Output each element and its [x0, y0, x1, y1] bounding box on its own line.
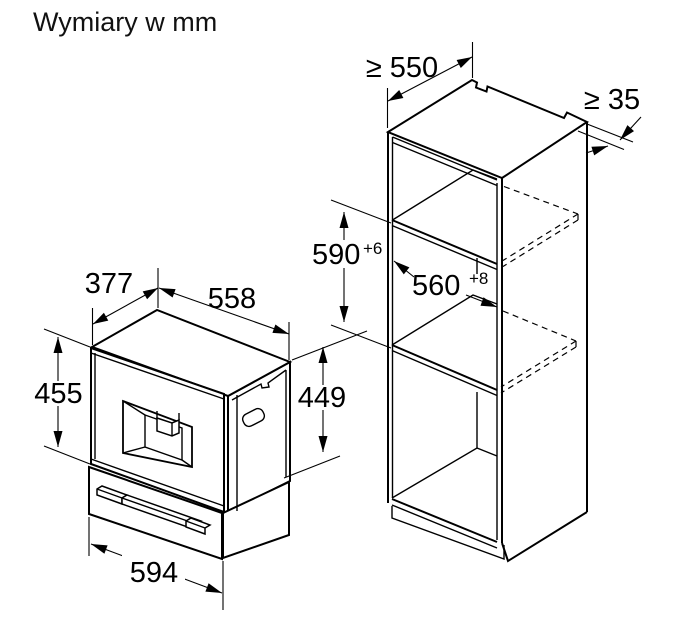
drawer-handle — [96, 485, 212, 536]
dim-label-590: 590 — [312, 239, 360, 271]
dim-niche-height-590: 590 +6 — [308, 199, 392, 349]
dim-label-590-tol: +6 — [363, 239, 382, 258]
dim-width-558: 558 — [158, 283, 290, 360]
dim-label-35: ≥ 35 — [584, 84, 640, 116]
dim-width-594: 594 — [88, 517, 224, 610]
dim-label-560: 560 — [412, 270, 460, 302]
dim-height-449: 449 — [283, 330, 368, 479]
dim-label-377: 377 — [85, 268, 133, 300]
side-handle-cutout — [241, 407, 266, 428]
coffee-spout — [156, 411, 180, 437]
dim-label-449: 449 — [298, 382, 346, 414]
dim-label-594: 594 — [130, 557, 178, 589]
coffee-niche — [122, 399, 193, 469]
dim-gap-35: ≥ 35 — [577, 84, 642, 156]
appliance-figure — [88, 308, 293, 561]
dimension-annotations: 377 558 455 449 — [31, 42, 642, 610]
dim-label-455: 455 — [34, 378, 82, 410]
dim-height-455: 455 — [31, 328, 91, 465]
page-title: Wymiary w mm — [33, 7, 217, 37]
cabinet-figure — [385, 78, 590, 563]
dim-label-550: ≥ 550 — [366, 52, 438, 84]
dim-depth-377: 377 — [85, 268, 159, 345]
dim-label-558: 558 — [208, 283, 256, 315]
hidden-shelf-a-edges — [502, 185, 579, 268]
cabinet-top-face — [385, 78, 590, 180]
dim-label-560-tol: +8 — [469, 269, 488, 288]
dim-depth-550: ≥ 550 — [366, 42, 474, 128]
dim-niche-width-560: 560 +8 — [393, 260, 498, 308]
hidden-shelf-b-edges — [500, 310, 577, 394]
